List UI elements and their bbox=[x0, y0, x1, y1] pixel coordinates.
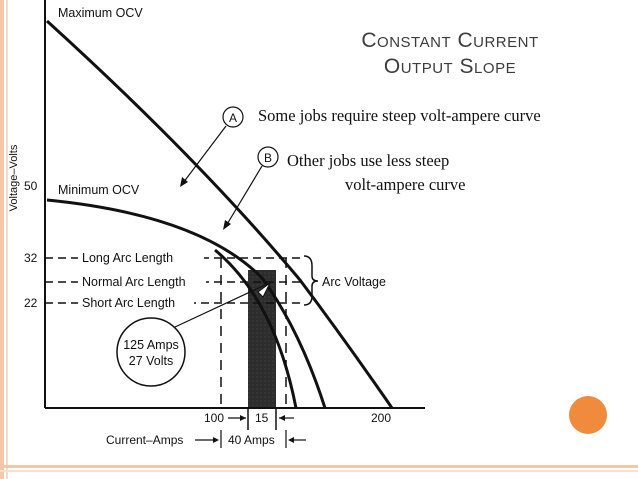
marker-a-circle bbox=[222, 106, 244, 128]
normal-arc-label: Normal Arc Length bbox=[82, 275, 186, 289]
note-less-steep-line1: Other jobs use less steep bbox=[287, 151, 450, 170]
note-less-steep-line2: volt-ampere curve bbox=[345, 175, 466, 194]
accent-dot bbox=[569, 396, 607, 434]
x-tick-100: 100 bbox=[204, 411, 224, 425]
y-axis-label: Voltage–Volts bbox=[8, 144, 20, 211]
y-tick-32: 32 bbox=[24, 251, 38, 265]
note-steep-curve: Some jobs require steep volt-ampere curv… bbox=[258, 106, 541, 125]
bottom-decor-stripe-inner bbox=[0, 470, 638, 472]
arrow-40-left-head bbox=[213, 437, 219, 443]
range-40-label: 40 Amps bbox=[228, 433, 275, 447]
curve-less-steep bbox=[214, 248, 298, 409]
normal-arc-bg bbox=[78, 274, 206, 290]
marker-b-circle bbox=[257, 146, 279, 168]
left-decor-stripe bbox=[0, 0, 4, 479]
curve-min-ocv bbox=[46, 198, 327, 409]
arrow-40-right-head bbox=[288, 437, 294, 443]
marker-b-pointer bbox=[225, 165, 263, 227]
y-tick-22: 22 bbox=[24, 296, 38, 310]
marker-a-arrowhead bbox=[180, 177, 188, 187]
arrow-15-head bbox=[279, 415, 285, 421]
callout-pointer bbox=[174, 284, 266, 328]
x-axis-label: Current–Amps bbox=[106, 433, 183, 447]
min-ocv-label: Minimum OCV bbox=[58, 183, 140, 197]
marker-b-arrowhead bbox=[223, 220, 231, 230]
x-tick-15: 15 bbox=[255, 411, 269, 425]
y-tick-50: 50 bbox=[24, 179, 38, 193]
slide-title: Constant Current Output Slope bbox=[300, 28, 600, 80]
max-ocv-bg bbox=[56, 3, 140, 20]
operating-point-arrow bbox=[257, 282, 271, 298]
short-arc-bg bbox=[78, 295, 194, 311]
callout-volts: 27 Volts bbox=[129, 354, 173, 368]
operating-point-callout bbox=[116, 317, 186, 387]
long-arc-label: Long Arc Length bbox=[82, 251, 173, 265]
long-arc-bg bbox=[78, 250, 204, 266]
arc-voltage-label: Arc Voltage bbox=[322, 275, 386, 289]
marker-a-label: A bbox=[229, 111, 237, 125]
marker-b-label: B bbox=[264, 151, 272, 165]
slide-title-line1: Constant Current bbox=[361, 29, 539, 52]
slide-title-line2: Output Slope bbox=[383, 55, 517, 78]
marker-a-pointer bbox=[182, 125, 227, 184]
short-arc-label: Short Arc Length bbox=[82, 296, 175, 310]
x-tick-200: 200 bbox=[371, 411, 391, 425]
arrow-100-head bbox=[240, 415, 246, 421]
curve-steep-max-ocv bbox=[45, 19, 394, 409]
callout-amps: 125 Amps bbox=[123, 338, 179, 352]
arc-voltage-brace bbox=[303, 255, 319, 306]
max-ocv-label: Maximum OCV bbox=[58, 6, 143, 20]
bottom-decor-stripe bbox=[0, 465, 638, 468]
left-decor-stripe-inner bbox=[6, 0, 8, 479]
